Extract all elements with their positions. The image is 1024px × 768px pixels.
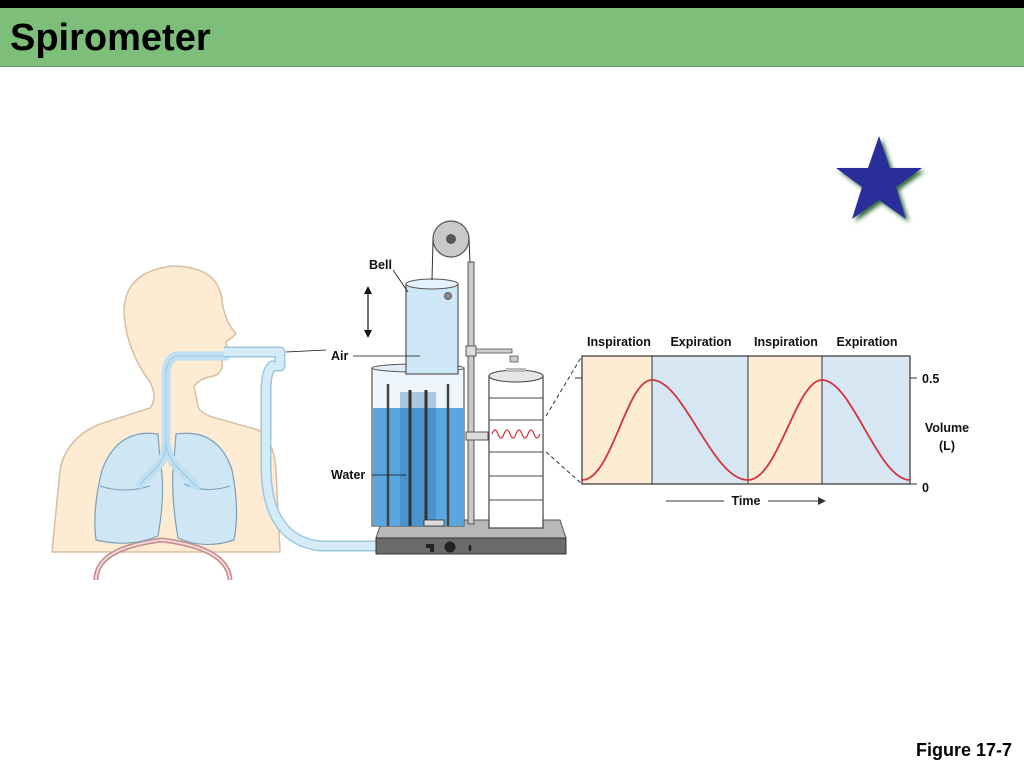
phase-label-expiration-2: Expiration xyxy=(836,335,897,349)
volume-time-graph xyxy=(575,355,917,485)
x-axis-label-time: Time xyxy=(732,494,761,508)
bell-motion-arrow xyxy=(364,286,372,338)
top-rule xyxy=(0,0,1024,8)
star-icon xyxy=(836,136,922,219)
bell-label: Bell xyxy=(369,258,392,272)
zoom-line-bottom xyxy=(545,451,583,485)
person-figure xyxy=(51,265,281,581)
y-tick-0-5: 0.5 xyxy=(922,372,939,386)
water-tank xyxy=(371,363,465,527)
water-label: Water xyxy=(331,468,365,482)
phase-label-expiration-1: Expiration xyxy=(670,335,731,349)
slide-title: Spirometer xyxy=(10,17,211,59)
phase-band-inspiration-1 xyxy=(582,356,652,484)
zoom-line-top xyxy=(545,355,583,417)
time-axis xyxy=(666,497,826,505)
phase-label-inspiration-1: Inspiration xyxy=(587,335,651,349)
pulley-assembly xyxy=(431,220,519,525)
phase-band-expiration-2 xyxy=(822,356,910,484)
recording-drum xyxy=(488,368,544,529)
spirometer-bell xyxy=(405,278,459,375)
phase-band-expiration-1 xyxy=(652,356,748,484)
y-tick-0: 0 xyxy=(922,481,929,495)
y-axis-label-volume: Volume xyxy=(925,421,969,435)
air-label: Air xyxy=(331,349,349,363)
breathing-hose xyxy=(224,346,378,552)
phase-band-inspiration-2 xyxy=(748,356,822,484)
spirometer-base xyxy=(375,519,567,555)
title-bar: Spirometer xyxy=(0,8,1024,67)
figure-label: Figure 17-7 xyxy=(915,740,1012,760)
volume-trace xyxy=(581,379,911,481)
y-axis-label-unit: (L) xyxy=(939,439,955,453)
phase-label-inspiration-2: Inspiration xyxy=(754,335,818,349)
